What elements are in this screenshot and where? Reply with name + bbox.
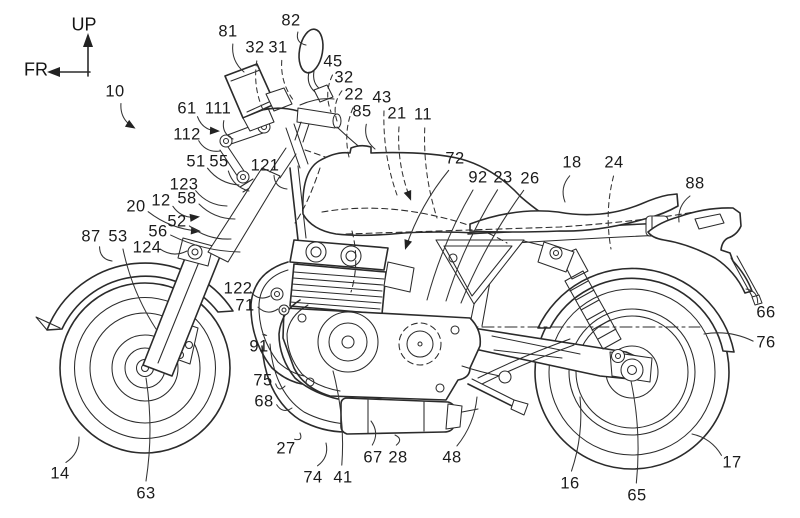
compass [47, 33, 93, 77]
leader-line-85 [365, 123, 376, 150]
exhaust [261, 299, 479, 435]
leader-line-24 [607, 175, 615, 250]
leader-line-51 [206, 167, 240, 186]
leader-line-55 [227, 170, 250, 192]
steering-linkage [207, 120, 309, 316]
front-fork [142, 237, 222, 377]
leader-line-121 [273, 174, 288, 190]
side-stand [461, 365, 529, 416]
leader-line-11 [424, 127, 438, 219]
leader-line-91 [262, 333, 268, 336]
leader-line-75 [275, 383, 286, 390]
leader-line-22 [346, 107, 354, 158]
leader-line-53 [122, 248, 157, 330]
leader-line-58 [198, 203, 236, 220]
engine [282, 239, 482, 401]
leader-line-28 [394, 434, 401, 446]
leader-arrowhead-12 [189, 213, 200, 222]
leader-line-112 [198, 140, 221, 152]
leader-line-48 [456, 396, 478, 447]
handlebar [261, 98, 368, 154]
leader-line-14 [65, 436, 80, 463]
leader-arrowhead-72 [404, 239, 413, 250]
leader-line-88 [678, 195, 691, 223]
leader-line-41 [332, 370, 344, 466]
leader-line-81 [232, 43, 245, 73]
tail-cowl [647, 207, 763, 306]
leader-line-67 [370, 420, 377, 446]
leader-line-92 [426, 189, 474, 301]
leader-line-52 [188, 225, 232, 240]
leader-line-16 [570, 396, 582, 472]
leader-line-82 [296, 31, 307, 46]
leader-line-72 [405, 169, 450, 248]
instrument-cluster [265, 87, 293, 112]
leader-lines [65, 31, 759, 484]
leader-line-71 [257, 306, 279, 313]
leader-line-23 [445, 189, 499, 302]
leader-line-18 [562, 175, 571, 203]
leader-line-68 [276, 404, 293, 411]
rear-fender [537, 267, 735, 353]
leader-line-26 [460, 189, 525, 304]
leader-line-63 [145, 377, 151, 482]
leader-arrowhead-10 [124, 119, 136, 129]
front-wheel [59, 282, 231, 454]
leader-line-111 [222, 120, 234, 140]
leader-line-17 [691, 433, 722, 456]
leader-line-45 [327, 74, 334, 113]
leader-line-43 [383, 110, 398, 196]
leader-line-74 [317, 442, 328, 467]
leader-line-56 [170, 234, 241, 253]
leader-line-122 [250, 291, 271, 299]
leader-arrowhead-21 [403, 190, 412, 201]
leader-line-76 [703, 332, 754, 342]
leader-arrowhead-61 [209, 126, 220, 135]
leader-line-66 [745, 288, 759, 304]
leader-line-65 [630, 380, 639, 484]
leader-line-124 [159, 248, 188, 255]
rear-view-mirror [298, 28, 334, 103]
leader-line-123 [195, 190, 228, 207]
headlight [224, 63, 276, 132]
fuel-tank [294, 144, 563, 293]
rear-wheel [534, 274, 730, 470]
leader-line-32 [255, 60, 265, 113]
leader-line-27 [294, 432, 302, 441]
leader-line-87 [99, 246, 113, 262]
leader-line-32 [334, 90, 343, 122]
leader-line-31 [281, 59, 295, 102]
